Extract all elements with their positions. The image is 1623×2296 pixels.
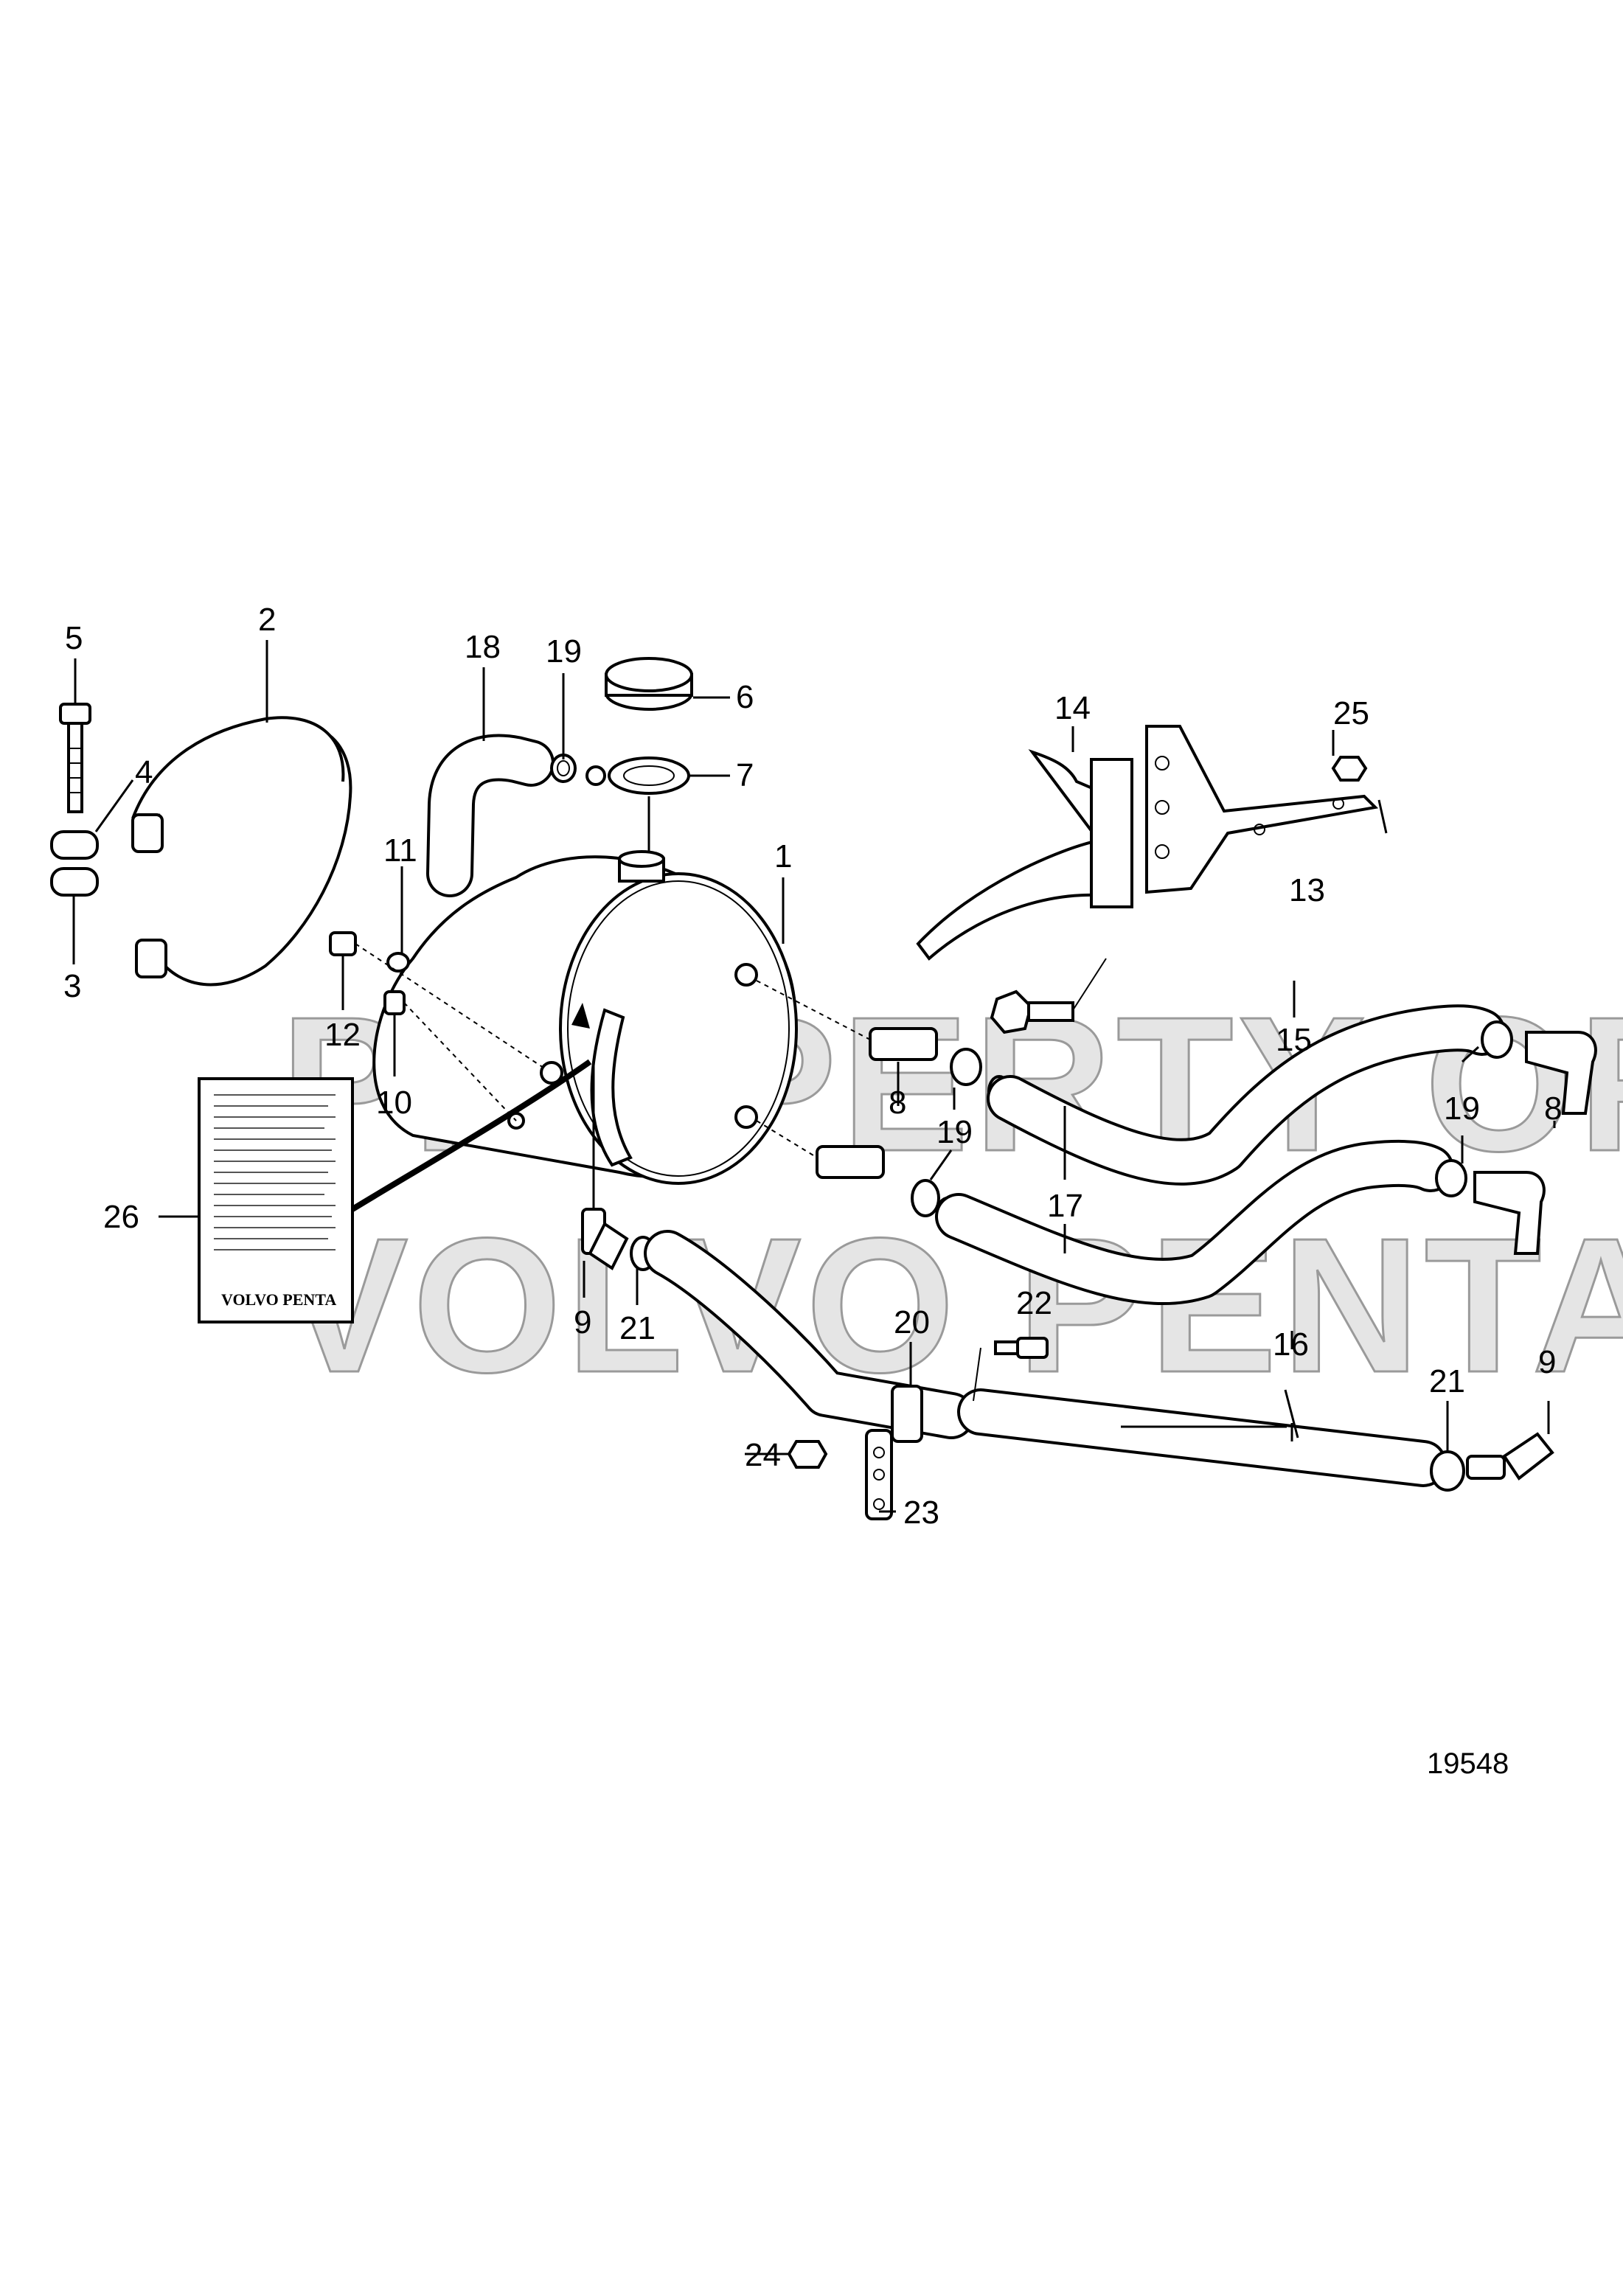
part-5-bolt — [59, 703, 91, 813]
callout-23: 23 — [903, 1495, 939, 1531]
callout-24: 24 — [745, 1437, 781, 1473]
callout-3: 3 — [63, 968, 81, 1004]
part-11-washer — [386, 952, 410, 973]
part-13-mounting-bracket — [1145, 725, 1379, 894]
part-3-pin — [50, 867, 99, 897]
callout-13: 13 — [1289, 872, 1325, 908]
part-8-hose-nipple-upper — [756, 980, 938, 1061]
part-7-filler-neck-ring — [585, 756, 690, 855]
callout-6: 6 — [736, 679, 754, 715]
callout-15: 15 — [1276, 1022, 1312, 1058]
part-6-filler-cap — [605, 657, 693, 711]
part-19-hose-clamp-right — [1435, 1020, 1513, 1197]
callout-12: 12 — [324, 1017, 361, 1053]
part-10-plug — [383, 990, 406, 1015]
part-1-fuel-tank — [372, 850, 798, 1185]
part-21-hose-clamp-right — [1430, 1450, 1465, 1492]
part-26-warning-label: VOLVO PENTA — [198, 1077, 354, 1323]
part-2-strap-band — [131, 716, 352, 987]
callout-5: 5 — [65, 620, 83, 656]
label-brand-text: VOLVO PENTA — [221, 1290, 336, 1309]
figure-number: 19548 — [1427, 1747, 1509, 1780]
callout-22: 22 — [1016, 1285, 1052, 1321]
callout-numbers: 5 2 4 3 18 19 6 7 1 11 12 10 26 9 21 8 1… — [63, 602, 1562, 1531]
callout-2: 2 — [258, 602, 276, 638]
callout-1: 1 — [774, 838, 792, 874]
leader-lines — [72, 640, 1556, 1513]
callout-19-mid: 19 — [936, 1114, 973, 1150]
part-8-elbow-right-upper — [1525, 1031, 1597, 1115]
callout-10: 10 — [376, 1085, 412, 1121]
callout-11: 11 — [383, 832, 417, 869]
part-17-fuel-hoses — [935, 1004, 1506, 1305]
callout-19-right: 19 — [1444, 1090, 1480, 1127]
callout-21-left: 21 — [619, 1310, 656, 1346]
callout-19-top: 19 — [546, 633, 582, 669]
callout-25: 25 — [1333, 695, 1369, 731]
callout-14: 14 — [1054, 690, 1091, 726]
part-9-elbow-fitting-left — [581, 1062, 629, 1270]
part-8-hose-nipple-lower — [756, 1120, 885, 1179]
part-16-hose-lower — [644, 1230, 1447, 1487]
callout-4: 4 — [135, 754, 153, 790]
part-4-pin — [50, 830, 99, 860]
part-15-bolt — [990, 958, 1107, 1034]
callout-8-upper: 8 — [889, 1085, 906, 1121]
part-12-plug — [329, 931, 357, 956]
callout-8-right: 8 — [1544, 1090, 1562, 1127]
callout-9-right: 9 — [1538, 1344, 1556, 1380]
callout-26: 26 — [103, 1199, 139, 1235]
callout-16: 16 — [1273, 1326, 1309, 1363]
part-23-bracket — [865, 1429, 893, 1520]
callout-18: 18 — [465, 629, 501, 665]
part-20-hose-clip — [891, 1385, 923, 1443]
callout-7: 7 — [736, 757, 754, 793]
callout-9-left: 9 — [574, 1304, 591, 1340]
part-24-nut — [787, 1440, 828, 1469]
callout-20: 20 — [894, 1304, 930, 1340]
part-19-hose-clamp-upper — [550, 754, 577, 783]
part-9-elbow-fitting-right — [1466, 1432, 1554, 1481]
callout-17: 17 — [1047, 1188, 1083, 1224]
part-22-screw — [973, 1337, 1049, 1402]
part-18-vent-hose — [426, 734, 555, 897]
part-14-tank-cradle — [916, 749, 1133, 961]
part-25-nut — [1331, 756, 1368, 782]
part-8-elbow-right-lower — [1473, 1171, 1546, 1255]
callout-21-right: 21 — [1429, 1363, 1465, 1399]
